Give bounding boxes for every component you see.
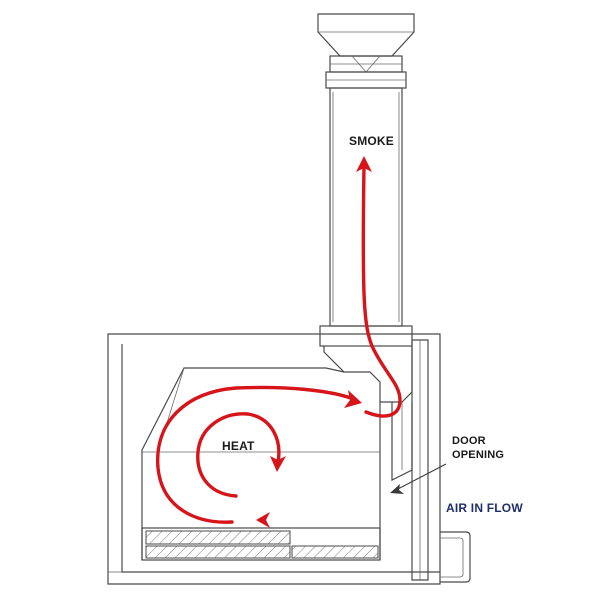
outer-heat-loop-head	[344, 390, 362, 408]
air-in-flow-arrow	[256, 512, 512, 528]
flue-throat	[323, 346, 381, 402]
hearth-stones	[145, 530, 379, 559]
oven-housing	[107, 333, 471, 585]
smoke-label: SMOKE	[349, 134, 394, 148]
chimney-cap	[317, 13, 415, 57]
door-opening-label-line2: OPENING	[452, 449, 504, 461]
inner-heat-swirl	[196, 412, 281, 498]
outer-heat-loop	[156, 385, 358, 524]
hearth-stone-left-low	[145, 545, 291, 559]
hearth-stone-right	[291, 545, 379, 559]
air-in-flow-label: AIR IN FLOW	[446, 501, 523, 515]
oven-floor	[141, 527, 381, 561]
smoke-rising-path	[361, 164, 402, 418]
oven-right-panel	[411, 339, 429, 581]
chimney	[317, 13, 415, 347]
chimney-pipe	[329, 87, 403, 327]
hearth-stone-left	[145, 530, 291, 545]
smoke-rising-head	[356, 156, 372, 172]
door-opening-pointer	[390, 463, 447, 494]
heat-label: HEAT	[222, 439, 255, 453]
door-handle	[440, 531, 471, 583]
oven-outer-shell	[107, 333, 441, 585]
heat-smoke-flow	[156, 156, 402, 524]
inner-heat-swirl-head	[270, 456, 286, 472]
door-opening-label-line1: DOOR	[452, 435, 486, 447]
